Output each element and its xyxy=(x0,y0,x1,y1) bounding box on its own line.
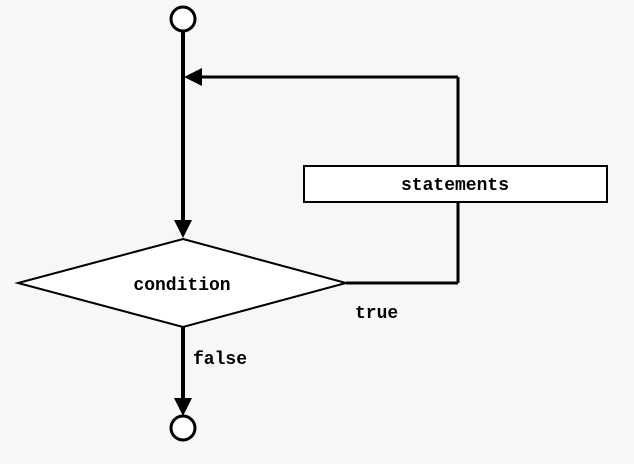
false-label: false xyxy=(193,350,247,370)
arrowhead-into-end xyxy=(174,398,192,416)
end-terminal xyxy=(169,414,197,442)
true-label: true xyxy=(355,304,398,324)
condition-label: condition xyxy=(133,276,230,296)
start-terminal xyxy=(169,5,197,33)
statements-box xyxy=(303,165,608,203)
arrowhead-into-condition xyxy=(174,220,192,238)
arrowhead-loop-back xyxy=(184,68,202,86)
statements-label: statements xyxy=(401,176,509,196)
